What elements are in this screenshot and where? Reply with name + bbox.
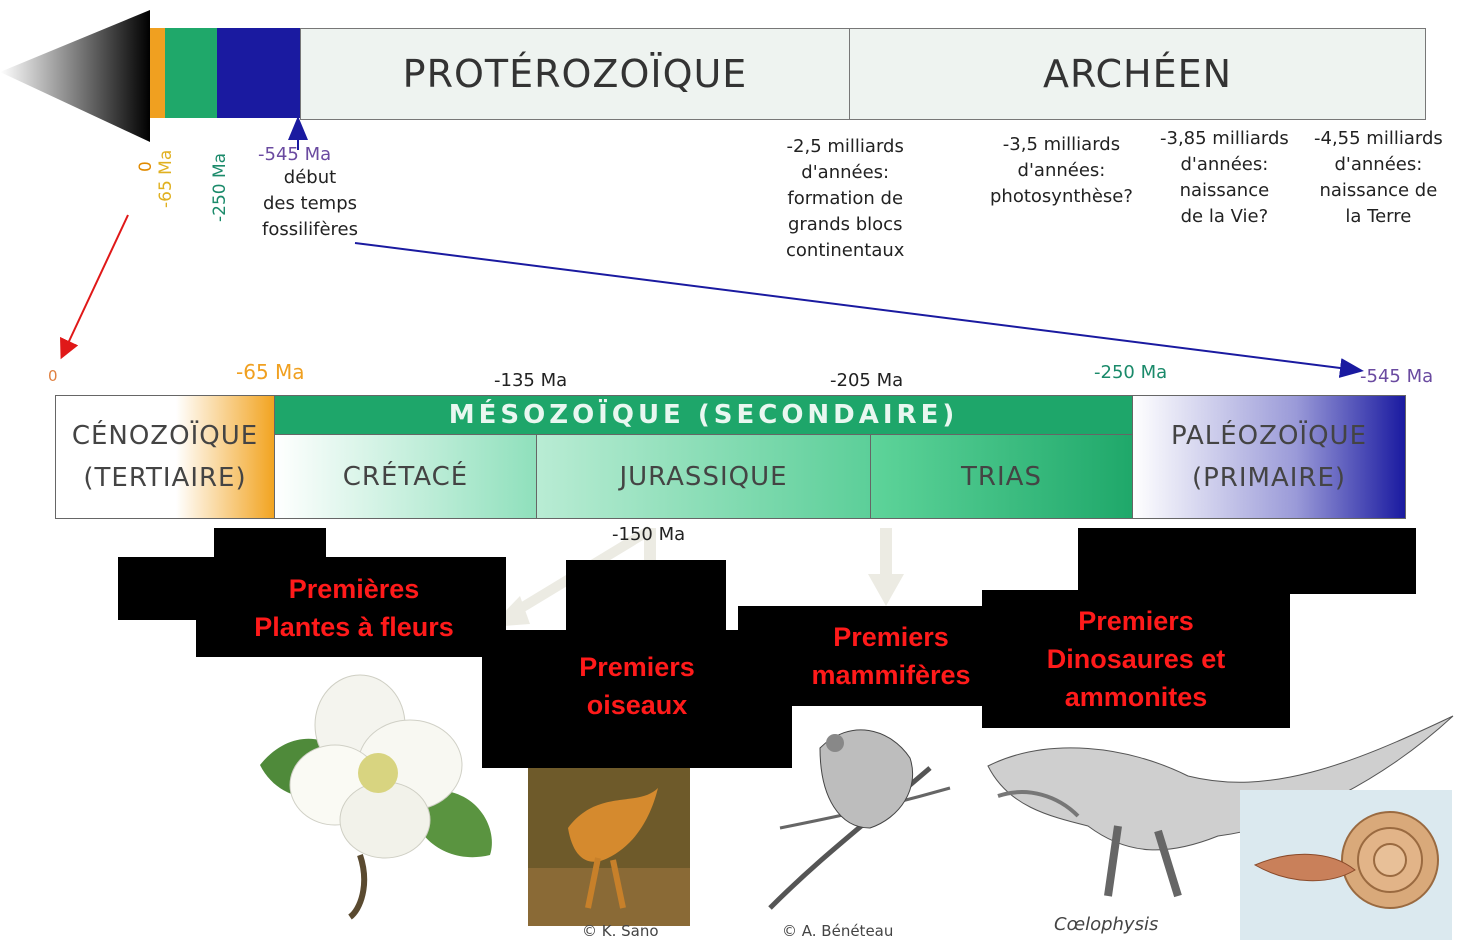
credit-coelophysis: Cœlophysis [1054,914,1158,935]
era-paleozoic: PALÉOZOÏQUE (PRIMAIRE) [1132,395,1406,519]
tick-545: -545 Ma [258,144,331,165]
period-cretaceous: CRÉTACÉ [274,434,537,519]
d-tick-545: -545 Ma [1360,366,1433,387]
era-mesozoic: MÉSOZOÏQUE (SECONDAIRE) [274,395,1133,435]
period-triassic: TRIAS [870,434,1133,519]
d-tick-150: -150 Ma [612,524,685,545]
note-4-55: -4,55 milliards d'années: naissance de l… [1314,126,1443,230]
stripe-cenozoic [150,28,165,118]
credit-sano: © K. Sano [582,922,659,940]
d-tick-0: 0 [48,366,58,387]
label-first-mammals: Premiers mammifères [778,618,1004,694]
label-first-birds: Premiers oiseaux [520,648,754,724]
label-first-flowers: Premières Plantes à fleurs [206,570,502,646]
note-3-85: -3,85 milliards d'années: naissance de l… [1160,126,1289,230]
eon-archean: ARCHÉEN [849,28,1426,120]
tick-0: 0 [136,161,156,172]
ammonite-illustration [1240,790,1452,940]
label-first-dinos: Premiers Dinosaures et ammonites [988,602,1284,716]
d-tick-205: -205 Ma [830,370,903,391]
tick-65: -65 Ma [156,150,176,208]
credit-beneteau: © A. Bénéteau [782,922,893,940]
era-cenozoic: CÉNOZOÏQUE (TERTIAIRE) [55,395,275,519]
time-cone [0,10,150,142]
fossil-note: début des temps fossilifères [262,165,358,243]
black-box [1078,528,1416,594]
d-tick-65: -65 Ma [236,362,305,383]
mammal-illustration [760,708,960,930]
eon-proterozoic: PROTÉROZOÏQUE [300,28,850,120]
tick-250: -250 Ma [210,153,230,222]
period-jurassic: JURASSIQUE [536,434,871,519]
note-2-5: -2,5 milliards d'années: formation de gr… [786,134,904,264]
d-tick-250: -250 Ma [1094,362,1167,383]
black-box [214,528,326,560]
magnolia-illustration [240,655,510,925]
archaeopteryx-illustration [528,768,690,926]
red-connector [64,215,128,352]
stripe-paleozoic [217,28,300,118]
black-box [566,560,726,632]
note-3-5: -3,5 milliards d'années: photosynthèse? [990,132,1133,210]
stripe-mesozoic [165,28,217,118]
d-tick-135: -135 Ma [494,370,567,391]
